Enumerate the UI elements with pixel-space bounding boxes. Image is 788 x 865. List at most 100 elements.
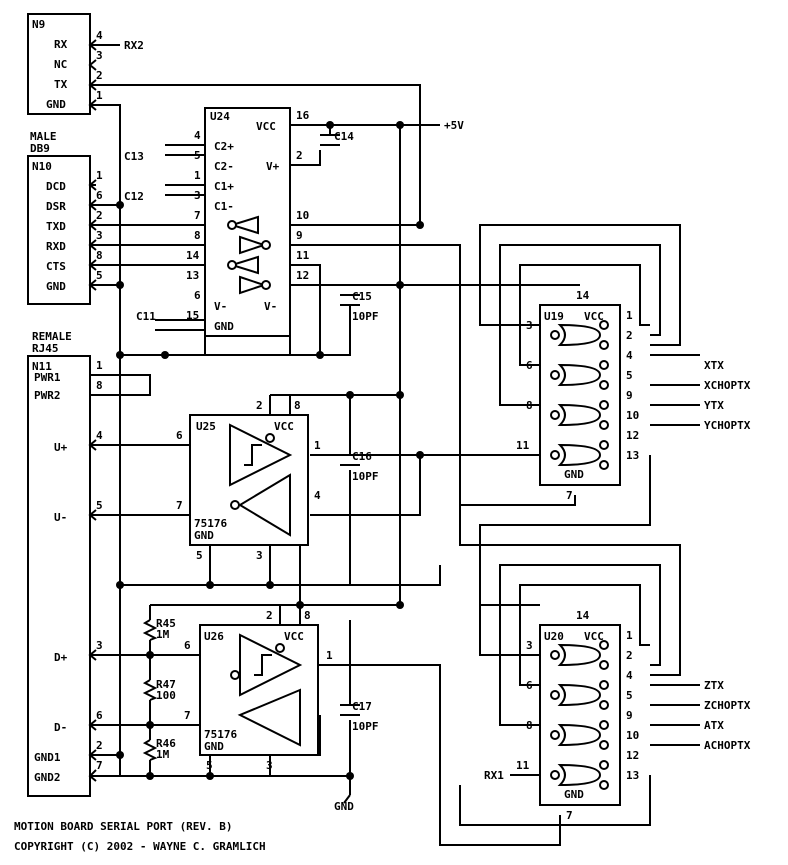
pin-number: 7 [566, 489, 573, 502]
pin-number: 9 [626, 389, 633, 402]
svg-text:VCC: VCC [584, 310, 604, 323]
pin-number: 2 [256, 399, 263, 412]
pin-number: 8 [96, 379, 103, 392]
pin-number: 1 [96, 359, 103, 372]
pin-number: 6 [194, 289, 201, 302]
svg-text:GND: GND [204, 740, 224, 753]
svg-text:10PF: 10PF [352, 310, 379, 323]
svg-text:VCC: VCC [274, 420, 294, 433]
connector-n11: N11 PWR1 PWR2 U+ U- D+ D- GND1 GND2 [27, 355, 91, 797]
svg-text:C2-: C2- [214, 160, 234, 173]
svg-text:V-: V- [214, 300, 227, 313]
pin-number: 3 [526, 319, 533, 332]
n11-pin-uplus: U+ [54, 441, 68, 454]
n11-pin-uminus: U- [54, 511, 67, 524]
svg-text:100: 100 [156, 689, 176, 702]
pin-number: 4 [96, 29, 103, 42]
pin-number: 10 [296, 209, 309, 222]
copyright-line: COPYRIGHT (C) 2002 - WAYNE C. GRAMLICH [14, 840, 266, 853]
db9-title-1: MALE [30, 130, 57, 143]
pin-number: 9 [296, 229, 303, 242]
pin-number: 6 [184, 639, 191, 652]
n10-pin-rxd: RXD [46, 240, 66, 253]
n10-pin-txd: TXD [46, 220, 66, 233]
svg-text:GND: GND [334, 800, 354, 813]
title-line: MOTION BOARD SERIAL PORT (REV. B) [14, 820, 233, 833]
svg-text:C16: C16 [352, 450, 372, 463]
pin-number: 10 [626, 729, 639, 742]
svg-text:C17: C17 [352, 700, 372, 713]
pin-number: 2 [266, 609, 273, 622]
pin-number: 1 [194, 169, 201, 182]
pin-number: 12 [296, 269, 309, 282]
chip-u26: U26 VCC 75176 GND [199, 624, 319, 756]
pin-number: 1 [96, 169, 103, 182]
svg-text:75176: 75176 [194, 517, 227, 530]
svg-text:1M: 1M [156, 748, 170, 761]
pin-number: 4 [194, 129, 201, 142]
svg-text:C13: C13 [124, 150, 144, 163]
svg-text:C2+: C2+ [214, 140, 234, 153]
pin-number: 5 [194, 149, 201, 162]
pin-number: 3 [96, 229, 103, 242]
pin-number: 8 [194, 229, 201, 242]
pin-number: 14 [576, 289, 590, 302]
pin-number: 9 [626, 709, 633, 722]
pin-number: 2 [96, 209, 103, 222]
pin-number: 13 [626, 769, 639, 782]
pin-number: 14 [186, 249, 200, 262]
pin-number: 1 [314, 439, 321, 452]
pin-number: 6 [176, 429, 183, 442]
pin-number: 8 [526, 399, 533, 412]
svg-text:U19: U19 [544, 310, 564, 323]
pin-number: 11 [296, 249, 310, 262]
svg-text:C1+: C1+ [214, 180, 234, 193]
svg-text:U26: U26 [204, 630, 224, 643]
pin-number: 3 [96, 639, 103, 652]
pin-number: 5 [626, 689, 633, 702]
svg-text:R47: R47 [156, 678, 176, 691]
svg-text:GND: GND [194, 529, 214, 542]
pin-number: 13 [626, 449, 639, 462]
svg-text:V-: V- [264, 300, 277, 313]
pin-number: 5 [206, 759, 213, 772]
pin-number: 7 [566, 809, 573, 822]
chip-u24: U24 VCC V+ C2+ C2- C1+ C1- V- V- GND [204, 107, 291, 337]
n9-label: N9 [32, 18, 45, 31]
n10-pin-dsr: DSR [46, 200, 66, 213]
pin-number: 4 [626, 669, 633, 682]
n11-pin-pwr2: PWR2 [34, 389, 61, 402]
svg-text:ZTX: ZTX [704, 679, 724, 692]
pin-number: 12 [626, 749, 639, 762]
pin-numbers: 4321162385184536274513781413615162109111… [96, 29, 639, 822]
connector-n9: N9 RX NC TX GND [27, 13, 91, 115]
net-labels: RX2 +5V XTX XCHOPTX YTX YCHOPTX ZTX ZCHO… [124, 39, 751, 813]
n9-pin-gnd: GND [46, 98, 66, 111]
svg-text:XCHOPTX: XCHOPTX [704, 379, 751, 392]
pin-number: 3 [96, 49, 103, 62]
svg-text:GND: GND [214, 320, 234, 333]
svg-text:ACHOPTX: ACHOPTX [704, 739, 751, 752]
pin-number: 11 [516, 759, 530, 772]
pin-number: 3 [194, 189, 201, 202]
svg-text:C1-: C1- [214, 200, 234, 213]
n9-pin-tx: TX [54, 78, 68, 91]
svg-text:GND: GND [564, 788, 584, 801]
pin-number: 1 [626, 309, 633, 322]
connector-n10: N10 DCD DSR TXD RXD CTS GND [27, 155, 91, 305]
rj45-title-1: REMALE [32, 330, 72, 343]
pin-number: 2 [96, 739, 103, 752]
svg-text:R46: R46 [156, 737, 176, 750]
pin-number: 6 [526, 679, 533, 692]
pin-number: 1 [96, 89, 103, 102]
svg-text:RX2: RX2 [124, 39, 144, 52]
svg-text:RX1: RX1 [484, 769, 504, 782]
pin-number: 3 [526, 639, 533, 652]
pin-number: 16 [296, 109, 310, 122]
pin-number: 2 [626, 649, 633, 662]
chip-u25: U25 VCC 75176 GND [189, 414, 309, 546]
svg-text:+5V: +5V [444, 119, 464, 132]
svg-text:VCC: VCC [284, 630, 304, 643]
n9-pin-rx: RX [54, 38, 68, 51]
